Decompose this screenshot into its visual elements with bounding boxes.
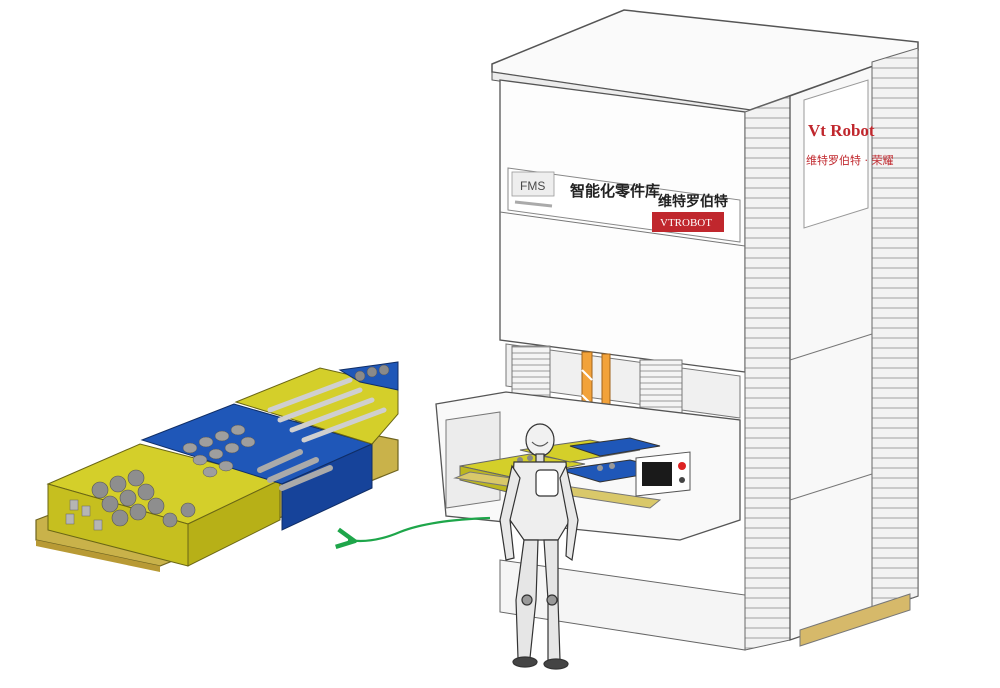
robot-head <box>525 423 555 457</box>
warehouse-title: 智能化零件库 <box>570 182 660 200</box>
emergency-stop-button[interactable] <box>678 462 686 470</box>
brand-en: VTROBOT <box>660 217 712 229</box>
front-sign: FMS 智能化零件库 维特罗伯特 VTROBOT <box>507 167 741 243</box>
humanoid-robot-icon <box>499 423 579 670</box>
fms-label: FMS <box>520 179 545 193</box>
blue-bin-middle <box>140 403 374 531</box>
robot-right-arm <box>559 464 579 562</box>
side-sign-subtitle: 维特罗伯特 · 荣耀 <box>806 153 894 167</box>
machine-base <box>499 559 746 651</box>
touch-screen[interactable] <box>642 462 672 486</box>
control-panel[interactable] <box>635 451 691 497</box>
zoomed-tray-inset <box>35 361 399 572</box>
robot-left-arm <box>499 464 521 561</box>
storage-machine: FMS 智能化零件库 维特罗伯特 VTROBOT Vt Robot 维特罗伯特 … <box>435 9 919 651</box>
side-sign-title: Vt Robot <box>808 121 875 140</box>
front-side-column <box>744 95 791 651</box>
curved-arrow-icon <box>348 516 491 541</box>
side-sign: Vt Robot 维特罗伯特 · 荣耀 <box>803 79 894 229</box>
yellow-bin-left <box>46 443 282 567</box>
yellow-bin-right <box>234 367 399 445</box>
brand-cn: 维特罗伯特 <box>658 193 728 210</box>
brand-badge <box>652 212 724 232</box>
